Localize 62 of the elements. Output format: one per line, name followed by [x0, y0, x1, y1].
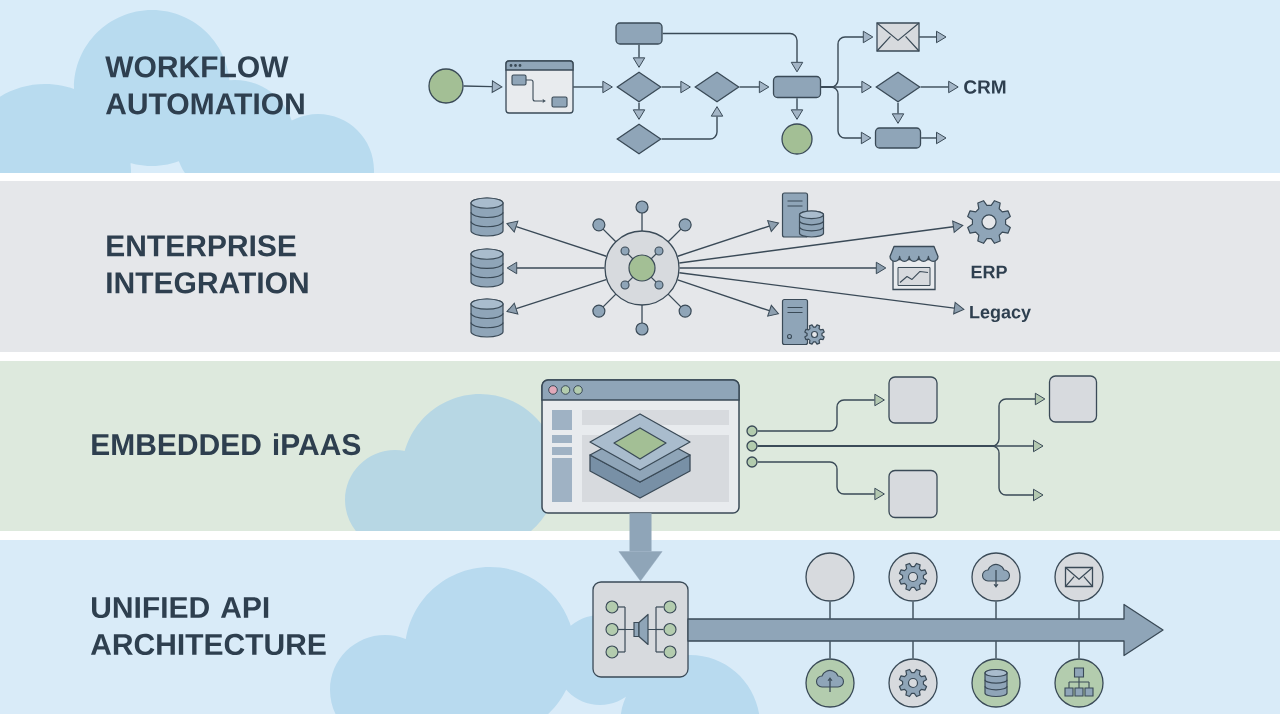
connector-line	[829, 600, 831, 620]
window-icon	[505, 60, 574, 114]
start-circle	[428, 68, 464, 104]
arrow	[506, 220, 607, 257]
connector-line	[1078, 640, 1080, 660]
arrow	[462, 80, 503, 93]
decision-diamond	[616, 71, 662, 103]
arrow	[891, 101, 905, 124]
decision-diamond	[616, 123, 662, 155]
arrow	[678, 220, 964, 264]
connector-line	[1078, 600, 1080, 620]
decision-diamond	[694, 71, 740, 103]
arrow	[756, 393, 885, 432]
app-tile	[888, 469, 938, 519]
arrow	[632, 43, 646, 68]
bus-arrow	[687, 603, 1164, 657]
browser-window	[541, 379, 740, 514]
connector-line	[995, 600, 997, 620]
process-box	[615, 22, 663, 45]
icon-circle	[805, 552, 855, 602]
system-label: ERP	[971, 265, 1007, 279]
arrow	[820, 86, 872, 145]
storefront-icon	[889, 245, 939, 291]
gear-icon	[967, 200, 1011, 244]
database-icon	[470, 197, 504, 237]
database-icon	[470, 248, 504, 288]
server-icon	[781, 192, 825, 238]
arrow	[920, 131, 947, 145]
arrow	[660, 106, 724, 140]
connector-line	[995, 640, 997, 660]
arrow	[632, 101, 646, 120]
arrow	[918, 30, 947, 44]
app-tile	[1048, 375, 1098, 423]
target-label: Legacy	[970, 305, 1031, 323]
process-box	[874, 127, 922, 149]
connector-line	[912, 600, 914, 620]
arrow	[506, 261, 606, 275]
arrow	[738, 80, 770, 94]
hub-circle	[592, 200, 692, 336]
arrow	[572, 80, 613, 94]
arrow	[756, 461, 885, 501]
decision-diamond	[875, 71, 921, 103]
arrow	[661, 32, 804, 73]
end-circle	[781, 123, 813, 155]
process-box	[772, 75, 822, 99]
arrow	[790, 97, 804, 120]
target-label: CRM	[964, 80, 1006, 94]
app-tile	[888, 376, 938, 424]
connector-line	[829, 640, 831, 660]
arrow	[756, 445, 1044, 502]
block-arrow	[618, 513, 663, 582]
connector-line	[912, 640, 914, 660]
server-icon	[781, 298, 825, 346]
arrow	[919, 80, 959, 94]
arrow	[677, 220, 779, 257]
arrow	[677, 279, 780, 317]
arrow	[660, 80, 691, 94]
arrow	[506, 278, 607, 315]
arrow	[678, 272, 965, 315]
arrow	[678, 261, 887, 275]
envelope-icon	[876, 22, 920, 52]
database-icon	[470, 298, 504, 338]
